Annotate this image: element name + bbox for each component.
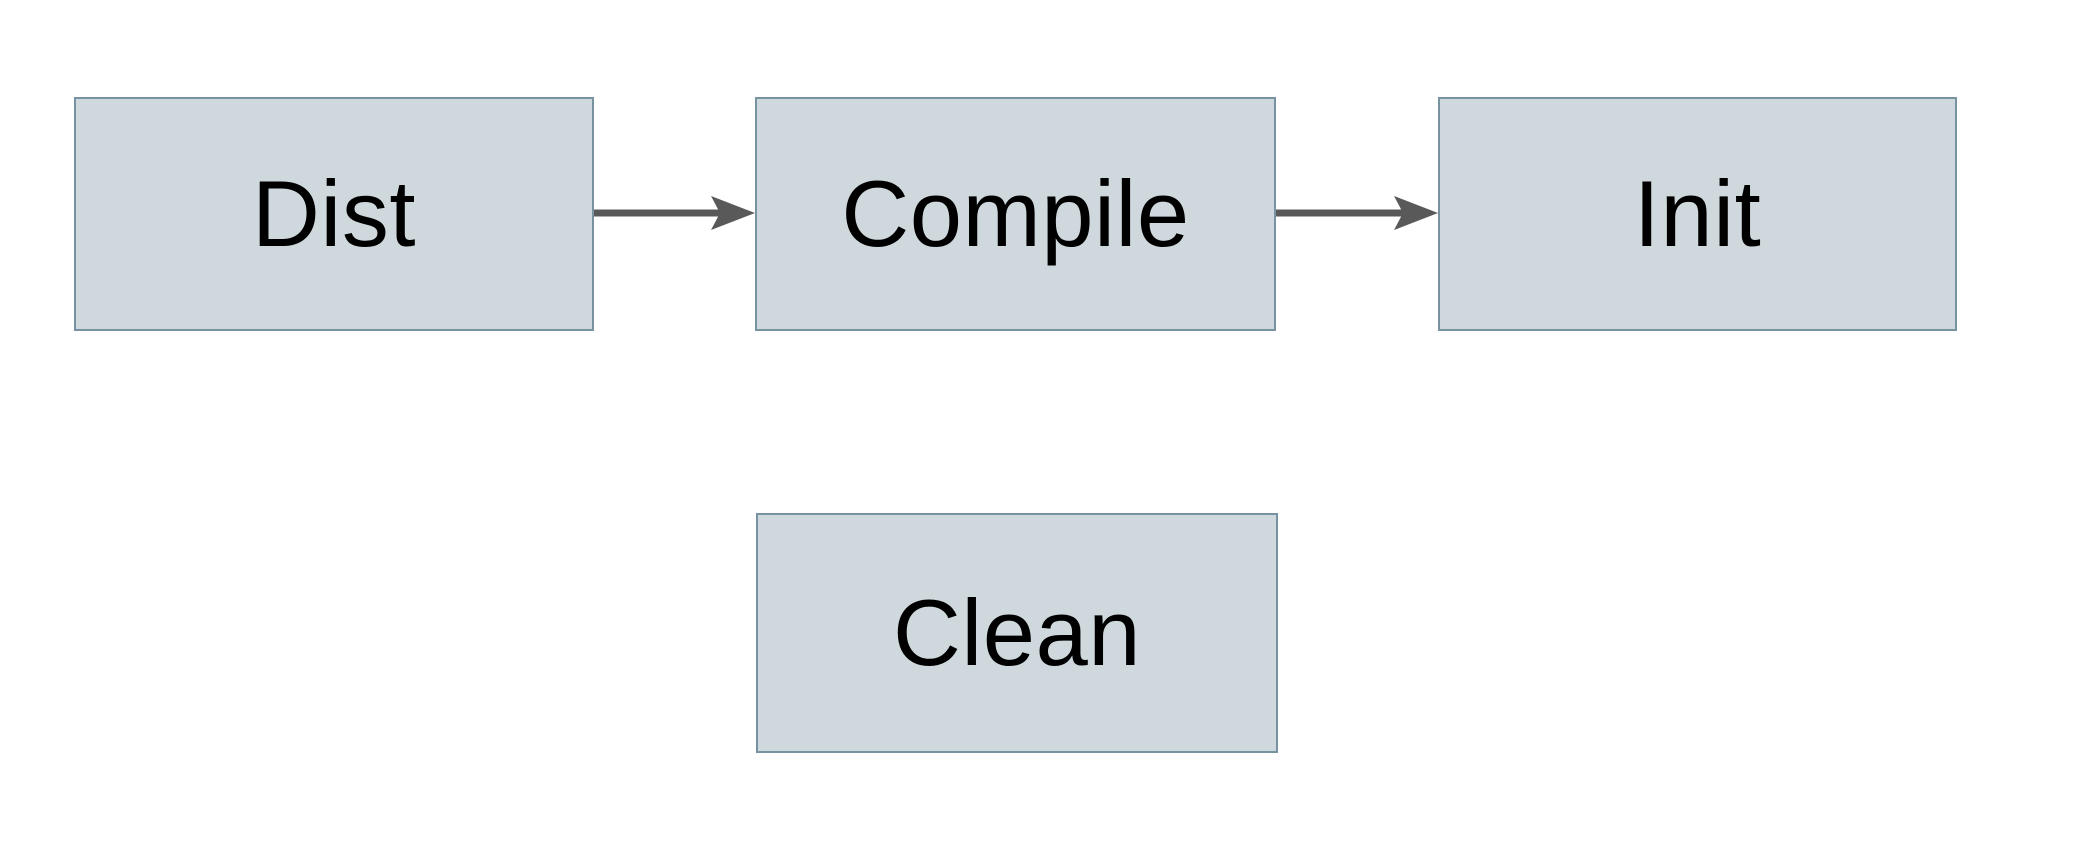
node-init[interactable]: Init [1438, 97, 1957, 331]
node-compile-label: Compile [841, 161, 1190, 266]
arrow-dist-to-compile[interactable] [594, 196, 755, 230]
node-clean[interactable]: Clean [756, 513, 1278, 753]
node-dist-label: Dist [252, 161, 416, 266]
node-init-label: Init [1633, 161, 1762, 266]
arrow-compile-to-init[interactable] [1276, 196, 1438, 230]
node-clean-label: Clean [892, 580, 1142, 685]
node-compile[interactable]: Compile [755, 97, 1276, 331]
node-dist[interactable]: Dist [74, 97, 594, 331]
